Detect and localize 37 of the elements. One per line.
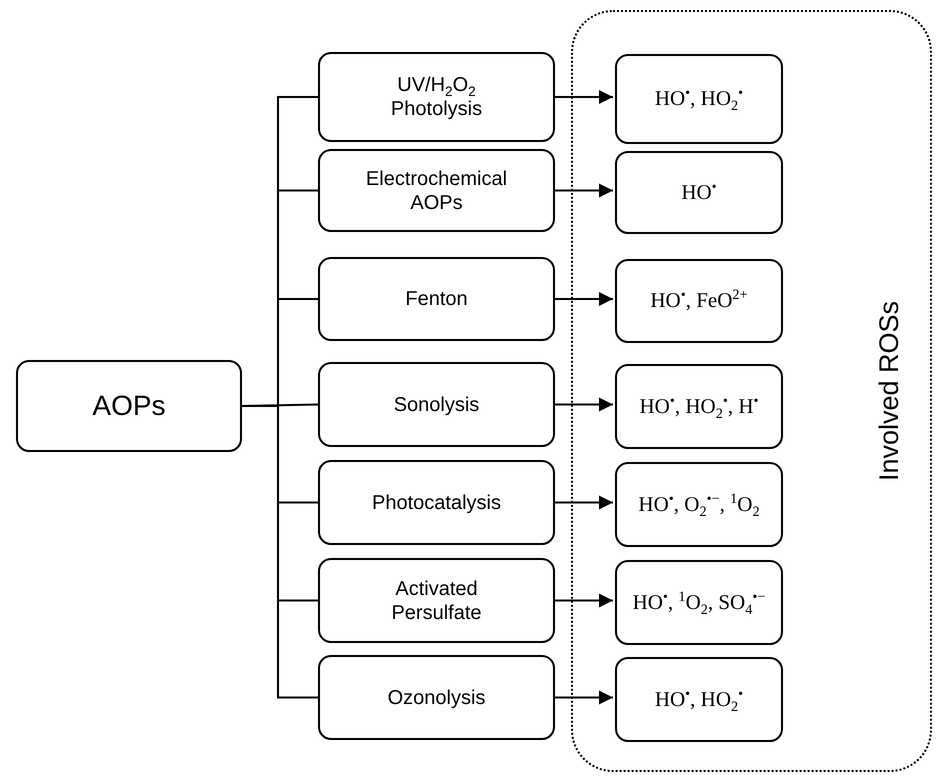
group-frame xyxy=(571,10,932,772)
process-label: Electrochemical AOPs xyxy=(364,166,508,214)
process-box xyxy=(16,360,242,452)
process-box xyxy=(318,558,555,643)
species-box xyxy=(615,462,783,547)
process-box xyxy=(318,362,555,447)
arrow xyxy=(555,184,613,198)
species-box xyxy=(615,54,783,144)
process-label: Sonolysis xyxy=(394,392,480,416)
process-label: Fenton xyxy=(405,287,468,311)
species-box xyxy=(615,560,783,645)
group-label: Involved ROSs xyxy=(872,300,905,482)
process-box xyxy=(318,149,555,232)
process-label: AOPs xyxy=(92,389,166,423)
arrow xyxy=(555,398,613,412)
species-label: HO$^{•}$ xyxy=(681,180,717,206)
species-box xyxy=(615,151,783,234)
arrow xyxy=(555,90,613,104)
species-box xyxy=(615,364,783,449)
species-label: HO$^{•}$, FeO$^{2+}$ xyxy=(650,288,748,314)
process-label: Photocatalysis xyxy=(372,490,501,514)
species-label: HO$^{•}$, HO$_{2}$$^{•}$, H$^{•}$ xyxy=(640,394,758,420)
process-box xyxy=(318,257,555,341)
process-box xyxy=(318,460,555,545)
arrow xyxy=(555,292,613,306)
process-label: Ozonolysis xyxy=(388,686,486,710)
species-label: HO$^{•}$, O$_{2}$$^{•−}$, $^{1}$O$_{2}$ xyxy=(638,492,760,518)
process-label: UV/H$_{2}$O$_{2}$ Photolysis xyxy=(390,73,484,121)
process-box xyxy=(318,655,555,740)
process-box xyxy=(318,52,555,142)
connector-line xyxy=(242,405,318,698)
arrow xyxy=(555,594,613,608)
arrow xyxy=(555,690,613,704)
species-box xyxy=(615,657,783,742)
species-box xyxy=(615,259,783,343)
arrow xyxy=(555,496,613,510)
process-label: Activated Persulfate xyxy=(390,576,483,624)
